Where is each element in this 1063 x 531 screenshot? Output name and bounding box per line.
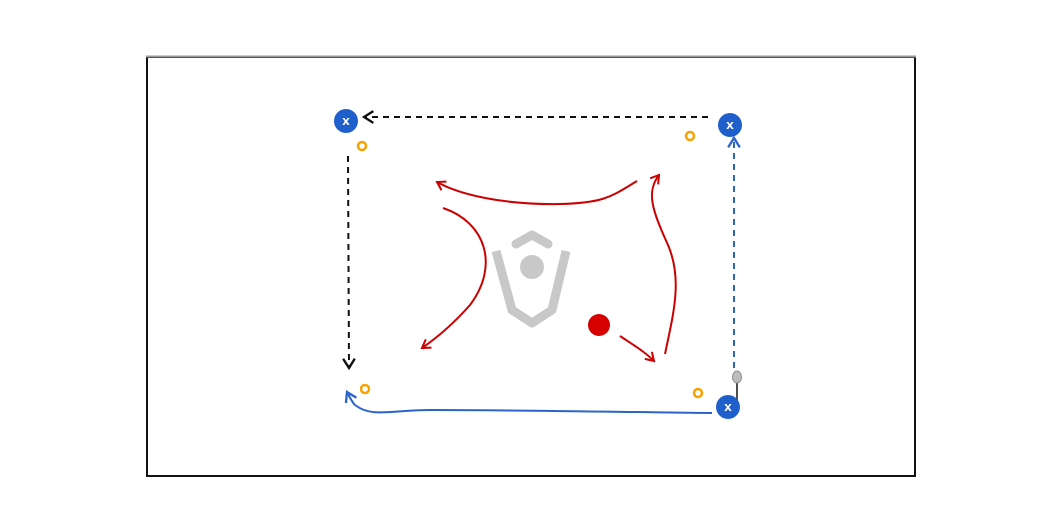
- ball: [588, 314, 610, 336]
- player-x-marker: X: [716, 395, 740, 419]
- watermark-logo: [491, 230, 571, 328]
- svg-text:X: X: [726, 121, 734, 132]
- svg-text:X: X: [342, 117, 350, 128]
- player-x-marker: X: [718, 113, 742, 137]
- lacrosse-stick-icon: [732, 370, 742, 406]
- player-x-marker: X: [334, 109, 358, 133]
- svg-text:X: X: [724, 403, 732, 414]
- movement-arrow-right: [649, 173, 677, 355]
- pass-line-left: [342, 155, 356, 371]
- cone-marker: [692, 387, 704, 399]
- movement-arrow-left: [420, 207, 487, 350]
- movement-arrow-ball: [619, 335, 656, 363]
- cone-marker: [356, 140, 368, 152]
- cone-marker: [359, 383, 371, 395]
- movement-arrow-top: [435, 180, 638, 206]
- dribble-line-bottom: [344, 390, 713, 414]
- cone-marker: [684, 130, 696, 142]
